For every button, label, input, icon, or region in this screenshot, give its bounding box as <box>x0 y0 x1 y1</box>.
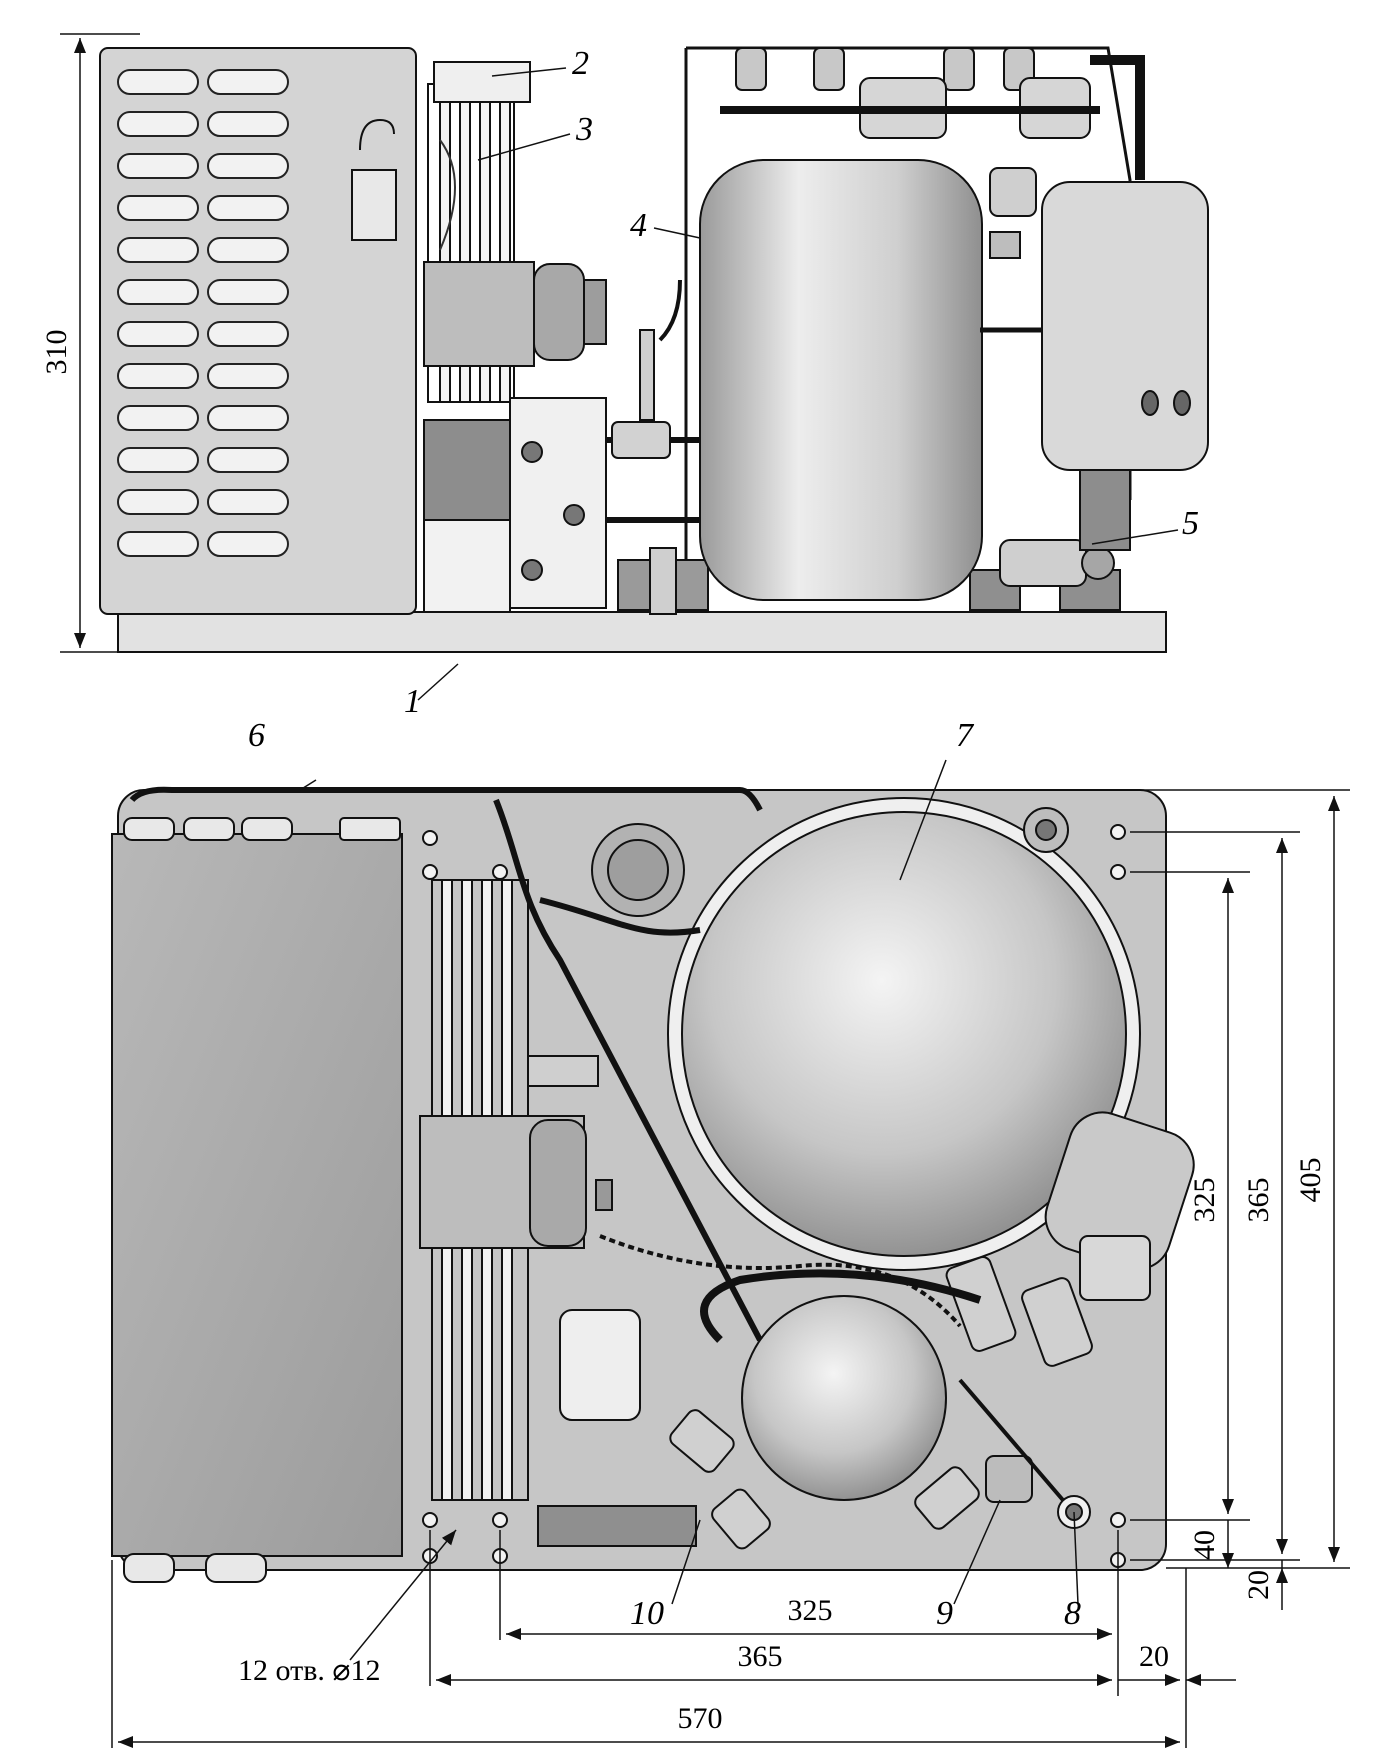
dim-20-right: 20 <box>1242 1570 1275 1600</box>
callout-7: 7 <box>956 717 975 754</box>
side-view <box>99 46 1209 653</box>
callout-9: 9 <box>936 1595 953 1632</box>
side-height-label: 310 <box>40 330 73 375</box>
callout-2: 2 <box>572 45 589 82</box>
condenser-top <box>111 833 403 1557</box>
mounting-holes <box>422 824 1126 1568</box>
dim-365-right: 365 <box>1242 1178 1275 1223</box>
dim-325-bottom: 325 <box>788 1594 833 1627</box>
fan-bracket <box>433 61 531 103</box>
dim-570: 570 <box>678 1702 723 1735</box>
dim-365-bottom: 365 <box>738 1640 783 1673</box>
top-dimensions <box>111 789 1350 1748</box>
refrigerant-tubing <box>493 798 763 1342</box>
dim-20-bottom: 20 <box>1139 1640 1169 1673</box>
callout-5: 5 <box>1182 505 1199 542</box>
compressor-side <box>699 159 983 601</box>
callout-4: 4 <box>630 207 647 244</box>
top-leaders <box>299 759 1079 1661</box>
side-leaders <box>417 67 1179 701</box>
callout-8: 8 <box>1064 1595 1081 1632</box>
condenser-coils <box>117 69 289 557</box>
callout-3: 3 <box>575 111 593 148</box>
dim-325-right: 325 <box>1188 1178 1221 1223</box>
filter-drier-side <box>999 539 1087 587</box>
side-height-dimension <box>60 33 140 653</box>
holes-note: 12 отв. ⌀12 <box>238 1654 380 1687</box>
callout-10: 10 <box>630 1595 664 1632</box>
top-view <box>111 786 1195 1583</box>
callout-1: 1 <box>404 683 421 720</box>
fan-motor-side <box>423 261 535 367</box>
receiver-side <box>1041 181 1209 471</box>
dim-40-right: 40 <box>1188 1530 1221 1560</box>
dim-405-right: 405 <box>1294 1158 1327 1203</box>
base-plate <box>117 611 1167 653</box>
receiver-top <box>741 1295 947 1501</box>
callout-6: 6 <box>248 717 265 754</box>
